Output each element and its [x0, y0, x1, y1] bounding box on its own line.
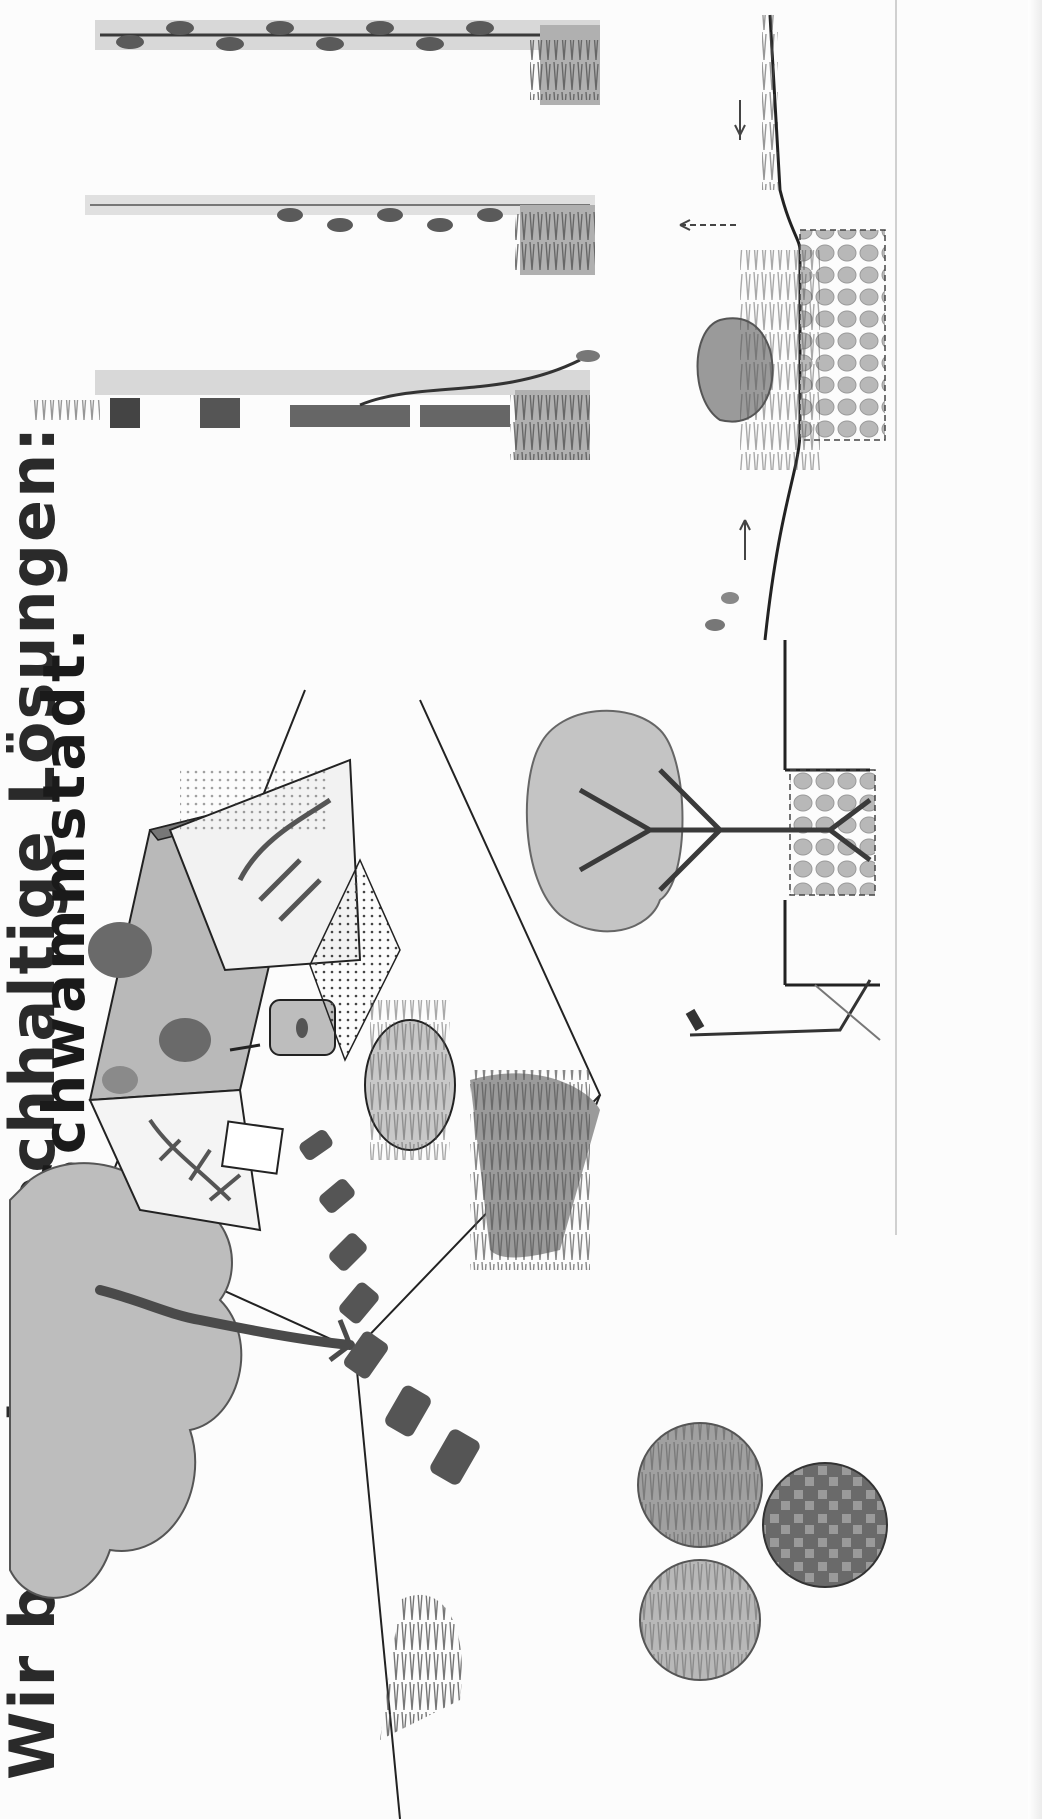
substrate-circles — [638, 1423, 887, 1680]
scan-edge — [1028, 0, 1042, 1819]
column-divider — [895, 0, 897, 1235]
isometric-house-with-green-roof — [10, 690, 600, 1819]
infiltration-swale-cross-section — [680, 15, 885, 640]
tree-pit-cross-section — [527, 640, 880, 1040]
green-wall-panels — [30, 20, 600, 460]
tree-icon — [10, 1163, 350, 1598]
stepping-stones — [297, 1128, 482, 1488]
pond-icon — [365, 1000, 455, 1160]
